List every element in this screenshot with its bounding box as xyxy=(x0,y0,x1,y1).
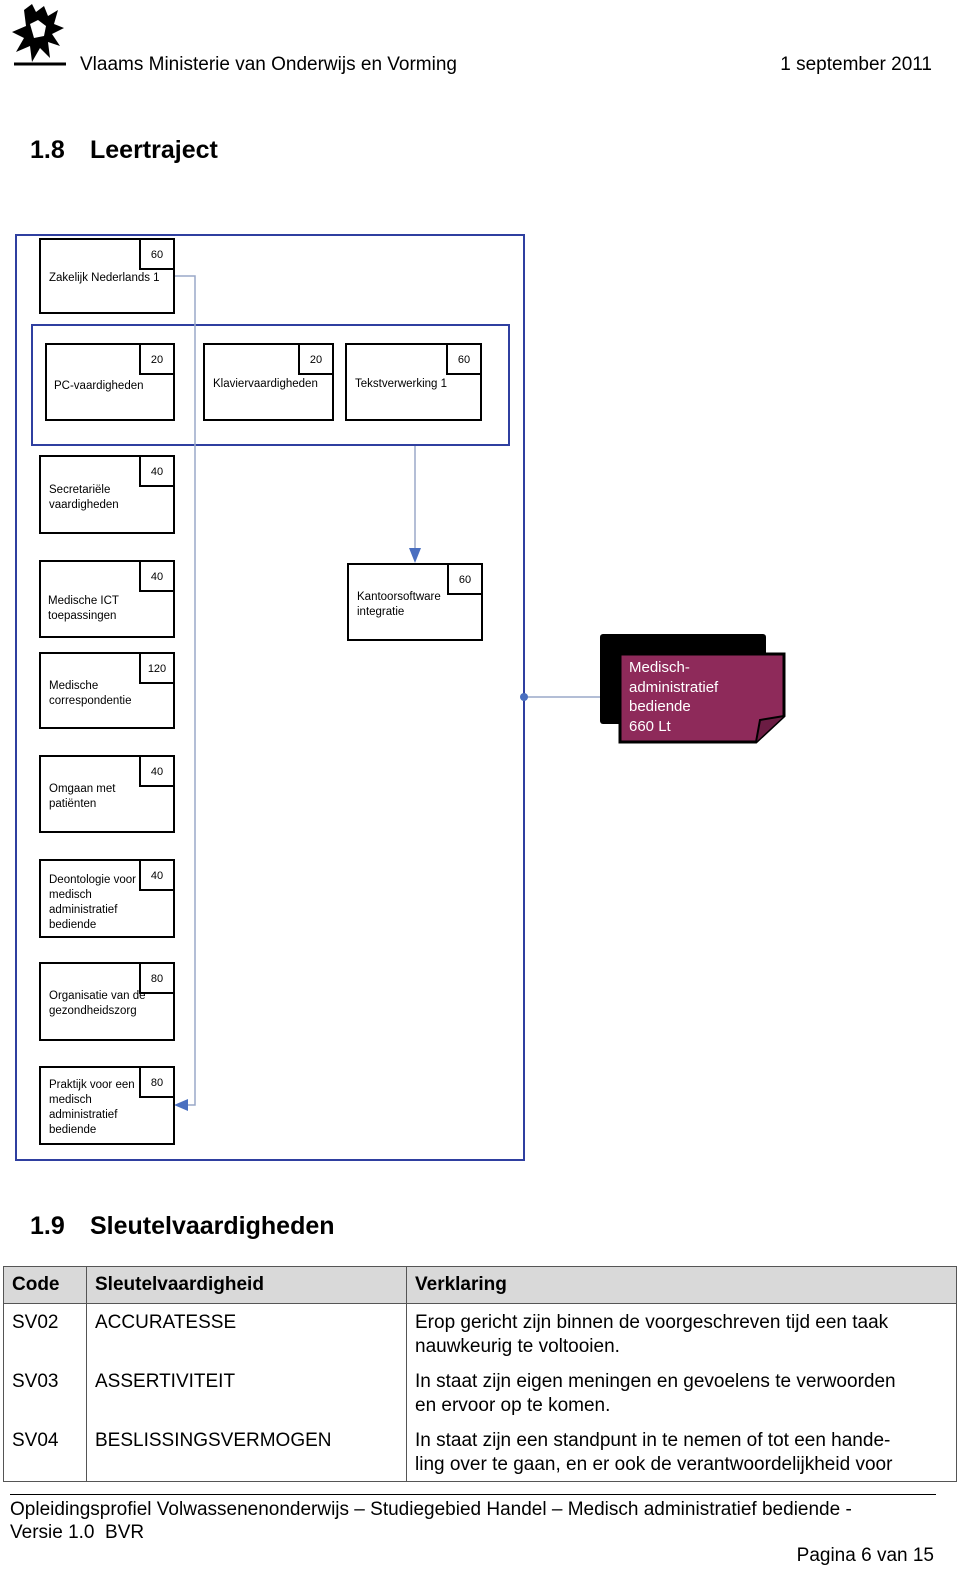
footer-rule xyxy=(10,1494,936,1495)
learning-path-diagram: Zakelijk Nederlands 1 60 PC-vaardigheden… xyxy=(15,234,786,1161)
cell-skill: ACCURATESSE xyxy=(86,1303,407,1363)
header-org: Vlaams Ministerie van Onderwijs en Vormi… xyxy=(80,54,457,75)
table-header-row: Code Sleutelvaardigheid Verklaring xyxy=(3,1266,957,1304)
footer-version: Versie 1.0 BVR xyxy=(10,1522,145,1543)
module-group-frame xyxy=(31,324,510,446)
certificate-shape xyxy=(618,652,786,744)
module-credits: 40 xyxy=(139,755,175,787)
module-omgaan-met-patienten: Omgaan met patiënten 40 xyxy=(39,755,175,833)
module-credits: 120 xyxy=(139,652,175,684)
module-praktijk: Praktijk voor een medisch administratief… xyxy=(39,1066,175,1145)
cell-explanation: In staat zijn een standpunt in te nemen … xyxy=(406,1422,957,1482)
module-credits: 60 xyxy=(447,563,483,595)
module-medische-correspondentie: Medische correspondentie 120 xyxy=(39,652,175,729)
section-heading-sleutelvaardigheden: 1.9 Sleutelvaardigheden xyxy=(30,1212,335,1241)
section-number: 1.9 xyxy=(30,1212,65,1240)
footer-page-number: Pagina 6 van 15 xyxy=(796,1545,934,1566)
section-number: 1.8 xyxy=(30,136,65,164)
module-kantoorsoftware: Kantoorsoftware integratie 60 xyxy=(347,563,483,641)
module-medische-ict: Medische ICT toepassingen 40 xyxy=(39,560,175,638)
module-credits: 40 xyxy=(139,455,175,487)
cell-skill: ASSERTIVITEIT xyxy=(86,1363,407,1422)
section-title: Leertraject xyxy=(90,136,218,164)
module-secretariele-vaardigheden: Secretariële vaardigheden 40 xyxy=(39,455,175,534)
module-tekstverwerking: Tekstverwerking 1 60 xyxy=(345,343,482,421)
section-heading-leertraject: 1.8 Leertraject xyxy=(30,136,218,165)
footer-document-title: Opleidingsprofiel Volwassenenonderwijs –… xyxy=(10,1499,852,1520)
module-credits: 80 xyxy=(139,962,175,994)
connector-lines xyxy=(174,275,600,1111)
module-credits: 40 xyxy=(139,859,175,891)
module-deontologie: Deontologie voor medisch administratief … xyxy=(39,859,175,938)
module-credits: 40 xyxy=(139,560,175,592)
certificate-text: Medisch- administratief bediende 660 Lt xyxy=(629,659,719,735)
module-credits: 20 xyxy=(139,343,175,375)
column-header-code: Code xyxy=(3,1266,87,1304)
section-title: Sleutelvaardigheden xyxy=(90,1212,335,1240)
module-pc-vaardigheden: PC-vaardigheden 20 xyxy=(45,343,175,421)
header-date: 1 september 2011 xyxy=(780,54,932,75)
flemish-lion-logo xyxy=(10,2,70,68)
cell-code: SV02 xyxy=(3,1303,87,1363)
module-zakelijk-nederlands: Zakelijk Nederlands 1 60 xyxy=(39,238,175,314)
table-row: SV02 ACCURATESSE Erop gericht zijn binne… xyxy=(3,1303,957,1363)
module-klaviervaardigheden: Klaviervaardigheden 20 xyxy=(203,343,334,421)
module-credits: 20 xyxy=(298,343,334,375)
module-credits: 80 xyxy=(139,1066,175,1098)
certificate-card: Medisch- administratief bediende 660 Lt xyxy=(618,652,786,744)
key-skills-table: Code Sleutelvaardigheid Verklaring SV02 … xyxy=(3,1266,957,1482)
module-credits: 60 xyxy=(139,238,175,270)
cell-skill: BESLISSINGSVERMOGEN xyxy=(86,1422,407,1482)
module-organisatie-gezondheidszorg: Organisatie van de gezondheidszorg 80 xyxy=(39,962,175,1041)
table-row: SV04 BESLISSINGSVERMOGEN In staat zijn e… xyxy=(3,1422,957,1482)
column-header-explanation: Verklaring xyxy=(406,1266,957,1304)
table-row: SV03 ASSERTIVITEIT In staat zijn eigen m… xyxy=(3,1363,957,1422)
cell-code: SV03 xyxy=(3,1363,87,1422)
column-header-skill: Sleutelvaardigheid xyxy=(86,1266,407,1304)
cell-explanation: Erop gericht zijn binnen de voorgeschrev… xyxy=(406,1303,957,1363)
cell-code: SV04 xyxy=(3,1422,87,1482)
module-credits: 60 xyxy=(446,343,482,375)
cell-explanation: In staat zijn eigen meningen en gevoelen… xyxy=(406,1363,957,1422)
